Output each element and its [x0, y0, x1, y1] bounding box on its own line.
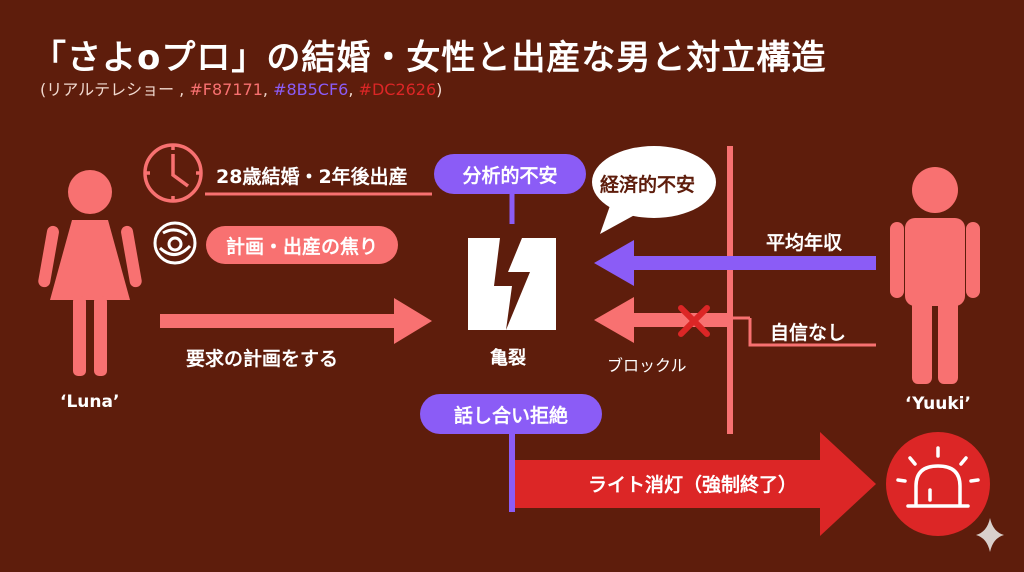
broken-heart-icon [468, 238, 556, 330]
yuuki-name: ‘Yuuki’ [905, 394, 971, 414]
demand-plan-label: 要求の計画をする [186, 348, 339, 370]
block-x-icon [678, 305, 710, 337]
confidence-arrow [594, 297, 876, 347]
subtitle-sep-2: , [348, 80, 354, 99]
marriage-plan-label: 28歳結婚・2年後出産 [216, 166, 408, 188]
male-figure-icon [890, 167, 980, 384]
no-confidence-label: 自信なし [770, 322, 847, 344]
subtitle-prefix: (リアルテレショー , [40, 80, 185, 99]
lights-out-arrow [515, 432, 876, 536]
block-label: ブロックル [607, 356, 687, 375]
analytical-anxiety-pill: 分析的不安 [434, 154, 586, 194]
lights-out-label: ライト消灯（強制終了） [588, 474, 798, 496]
anxiety-plan-pill: 計画・出産の焦り [206, 226, 398, 264]
income-arrow [594, 240, 876, 286]
avg-income-label: 平均年収 [766, 232, 843, 254]
economic-anxiety-label: 経済的不安 [600, 174, 696, 196]
subtitle-sep-1: , [262, 80, 268, 99]
economic-anxiety-bubble [592, 146, 716, 234]
alarm-light-icon [886, 432, 990, 536]
female-figure-icon [38, 170, 142, 376]
clock-icon [143, 143, 203, 203]
demand-arrow [160, 298, 432, 344]
subtitle-color-3: #DC2626 [358, 80, 437, 99]
sparkle-icon [976, 518, 1004, 552]
crack-label: 亀裂 [490, 348, 526, 369]
refuse-talk-pill: 話し合い拒絶 [420, 394, 602, 434]
subtitle-color-2: #8B5CF6 [273, 80, 349, 99]
baby-icon [153, 221, 197, 265]
subtitle-suffix: ) [436, 80, 443, 99]
page-subtitle: (リアルテレショー , #F87171, #8B5CF6, #DC2626) [40, 76, 442, 100]
luna-name: ‘Luna’ [60, 392, 120, 412]
page-title: 「さよoプロ」の結婚・女性と出産な男と対立構造 [32, 38, 827, 78]
subtitle-color-1: #F87171 [189, 80, 263, 99]
